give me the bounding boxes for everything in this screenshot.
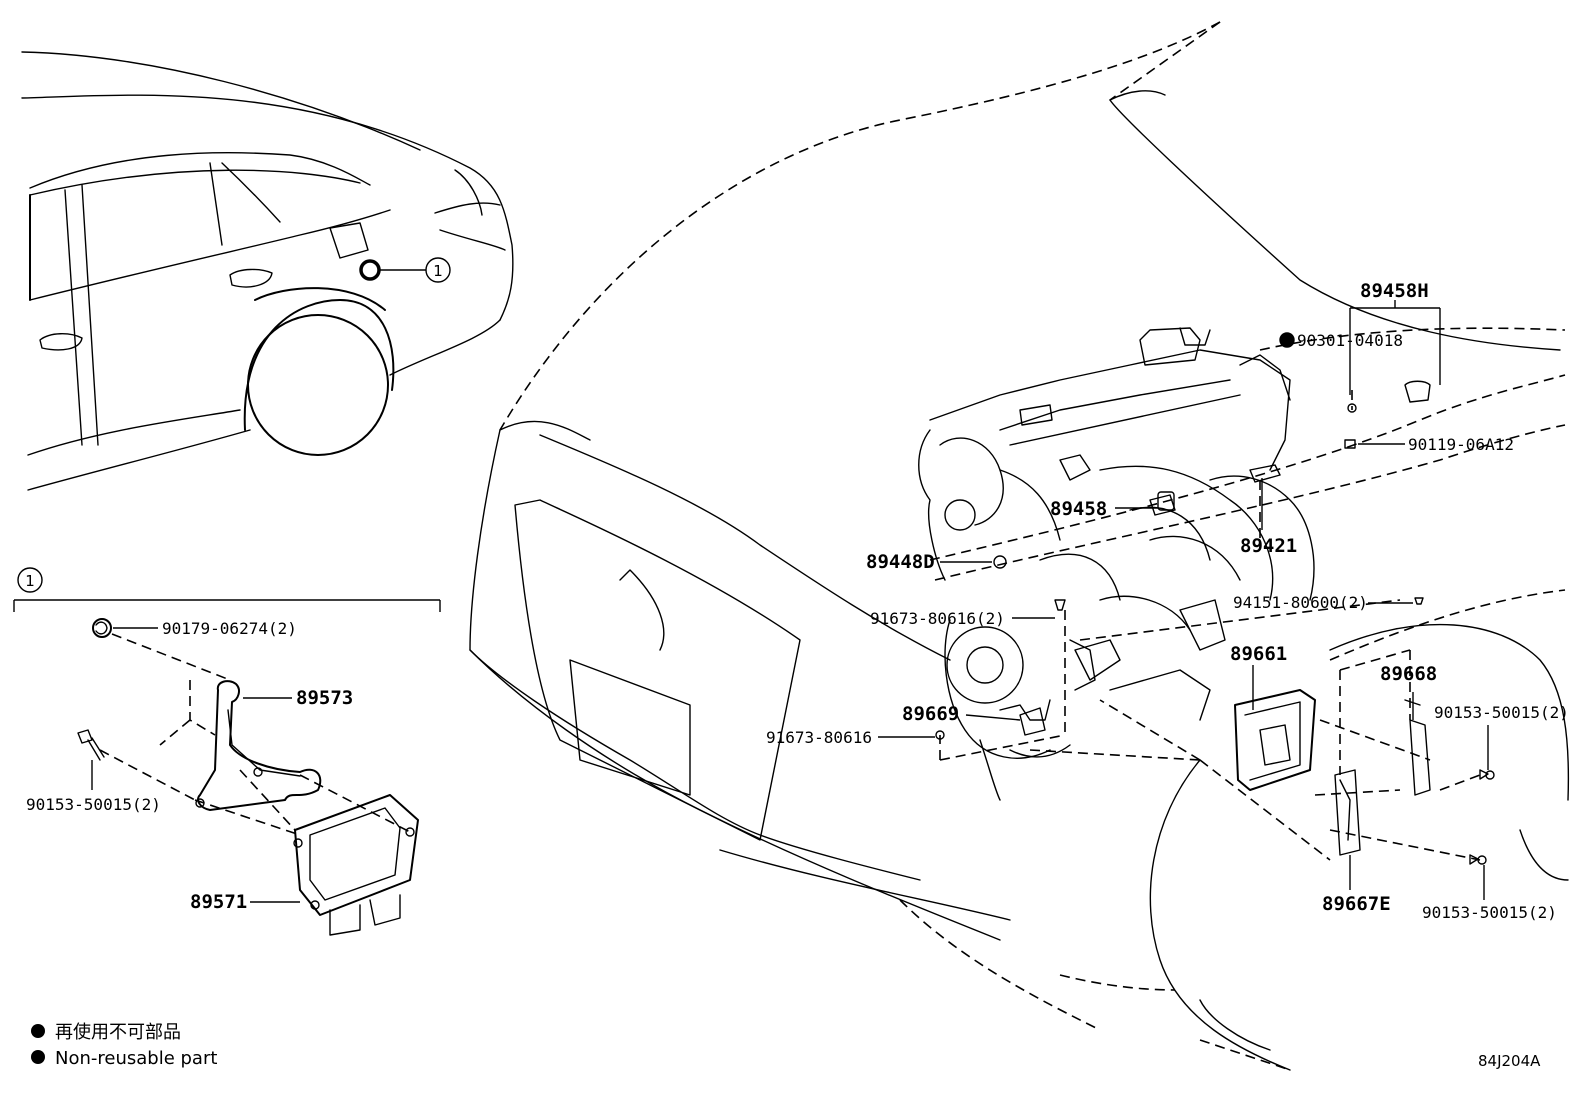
label-89421: 89421 — [1240, 535, 1297, 557]
legend: 再使用不可部品 Non-reusable part — [31, 1022, 217, 1069]
legend-bullet-icon — [31, 1024, 45, 1038]
label-89448D: 89448D — [866, 551, 935, 573]
engine-mount-parts — [935, 555, 1121, 740]
dashed-assembly-lines — [939, 390, 1481, 861]
label-89668: 89668 — [1380, 663, 1437, 685]
inset-callout-number: 1 — [25, 572, 35, 590]
label-90153-50015-upper: 90153-50015(2) — [1434, 703, 1569, 722]
front-car-body-outline — [469, 21, 1570, 1071]
label-90301-04018: 90301-04018 — [1297, 331, 1403, 350]
legend-bullet-icon — [31, 1050, 45, 1064]
ecu-assembly — [1234, 332, 1495, 865]
label-89661: 89661 — [1230, 643, 1287, 665]
label-94151-80600: 94151-80600(2) — [1233, 593, 1368, 612]
callout-number: 1 — [433, 262, 443, 280]
legend-en: Non-reusable part — [55, 1048, 217, 1069]
label-90119-06A12: 90119-06A12 — [1408, 435, 1514, 454]
non-reusable-marker — [1280, 333, 1294, 347]
label-90153-50015-inset: 90153-50015(2) — [26, 795, 161, 814]
figure-code: 84J204A — [1478, 1052, 1541, 1070]
detail-inset: 1 90179-06274(2) 89573 90153-50015(2) 89… — [13, 567, 441, 936]
label-90153-50015-lower: 90153-50015(2) — [1422, 903, 1557, 922]
part-labels-engine: 89458H 90301-04018 90119-06A12 89458 894… — [766, 280, 1569, 922]
label-91673-80616-2: 91673-80616(2) — [870, 609, 1005, 628]
label-89667E: 89667E — [1322, 893, 1391, 915]
label-89573: 89573 — [296, 687, 353, 709]
label-89669: 89669 — [902, 703, 959, 725]
engine-illustration — [918, 327, 1315, 801]
label-89571: 89571 — [190, 891, 247, 913]
label-90179-06274: 90179-06274(2) — [162, 619, 297, 638]
label-89458H: 89458H — [1360, 280, 1429, 302]
label-91673-80616: 91673-80616 — [766, 728, 872, 747]
rear-car-illustration: 1 — [21, 51, 514, 491]
legend-jp: 再使用不可部品 — [55, 1022, 181, 1043]
label-89458: 89458 — [1050, 498, 1107, 520]
